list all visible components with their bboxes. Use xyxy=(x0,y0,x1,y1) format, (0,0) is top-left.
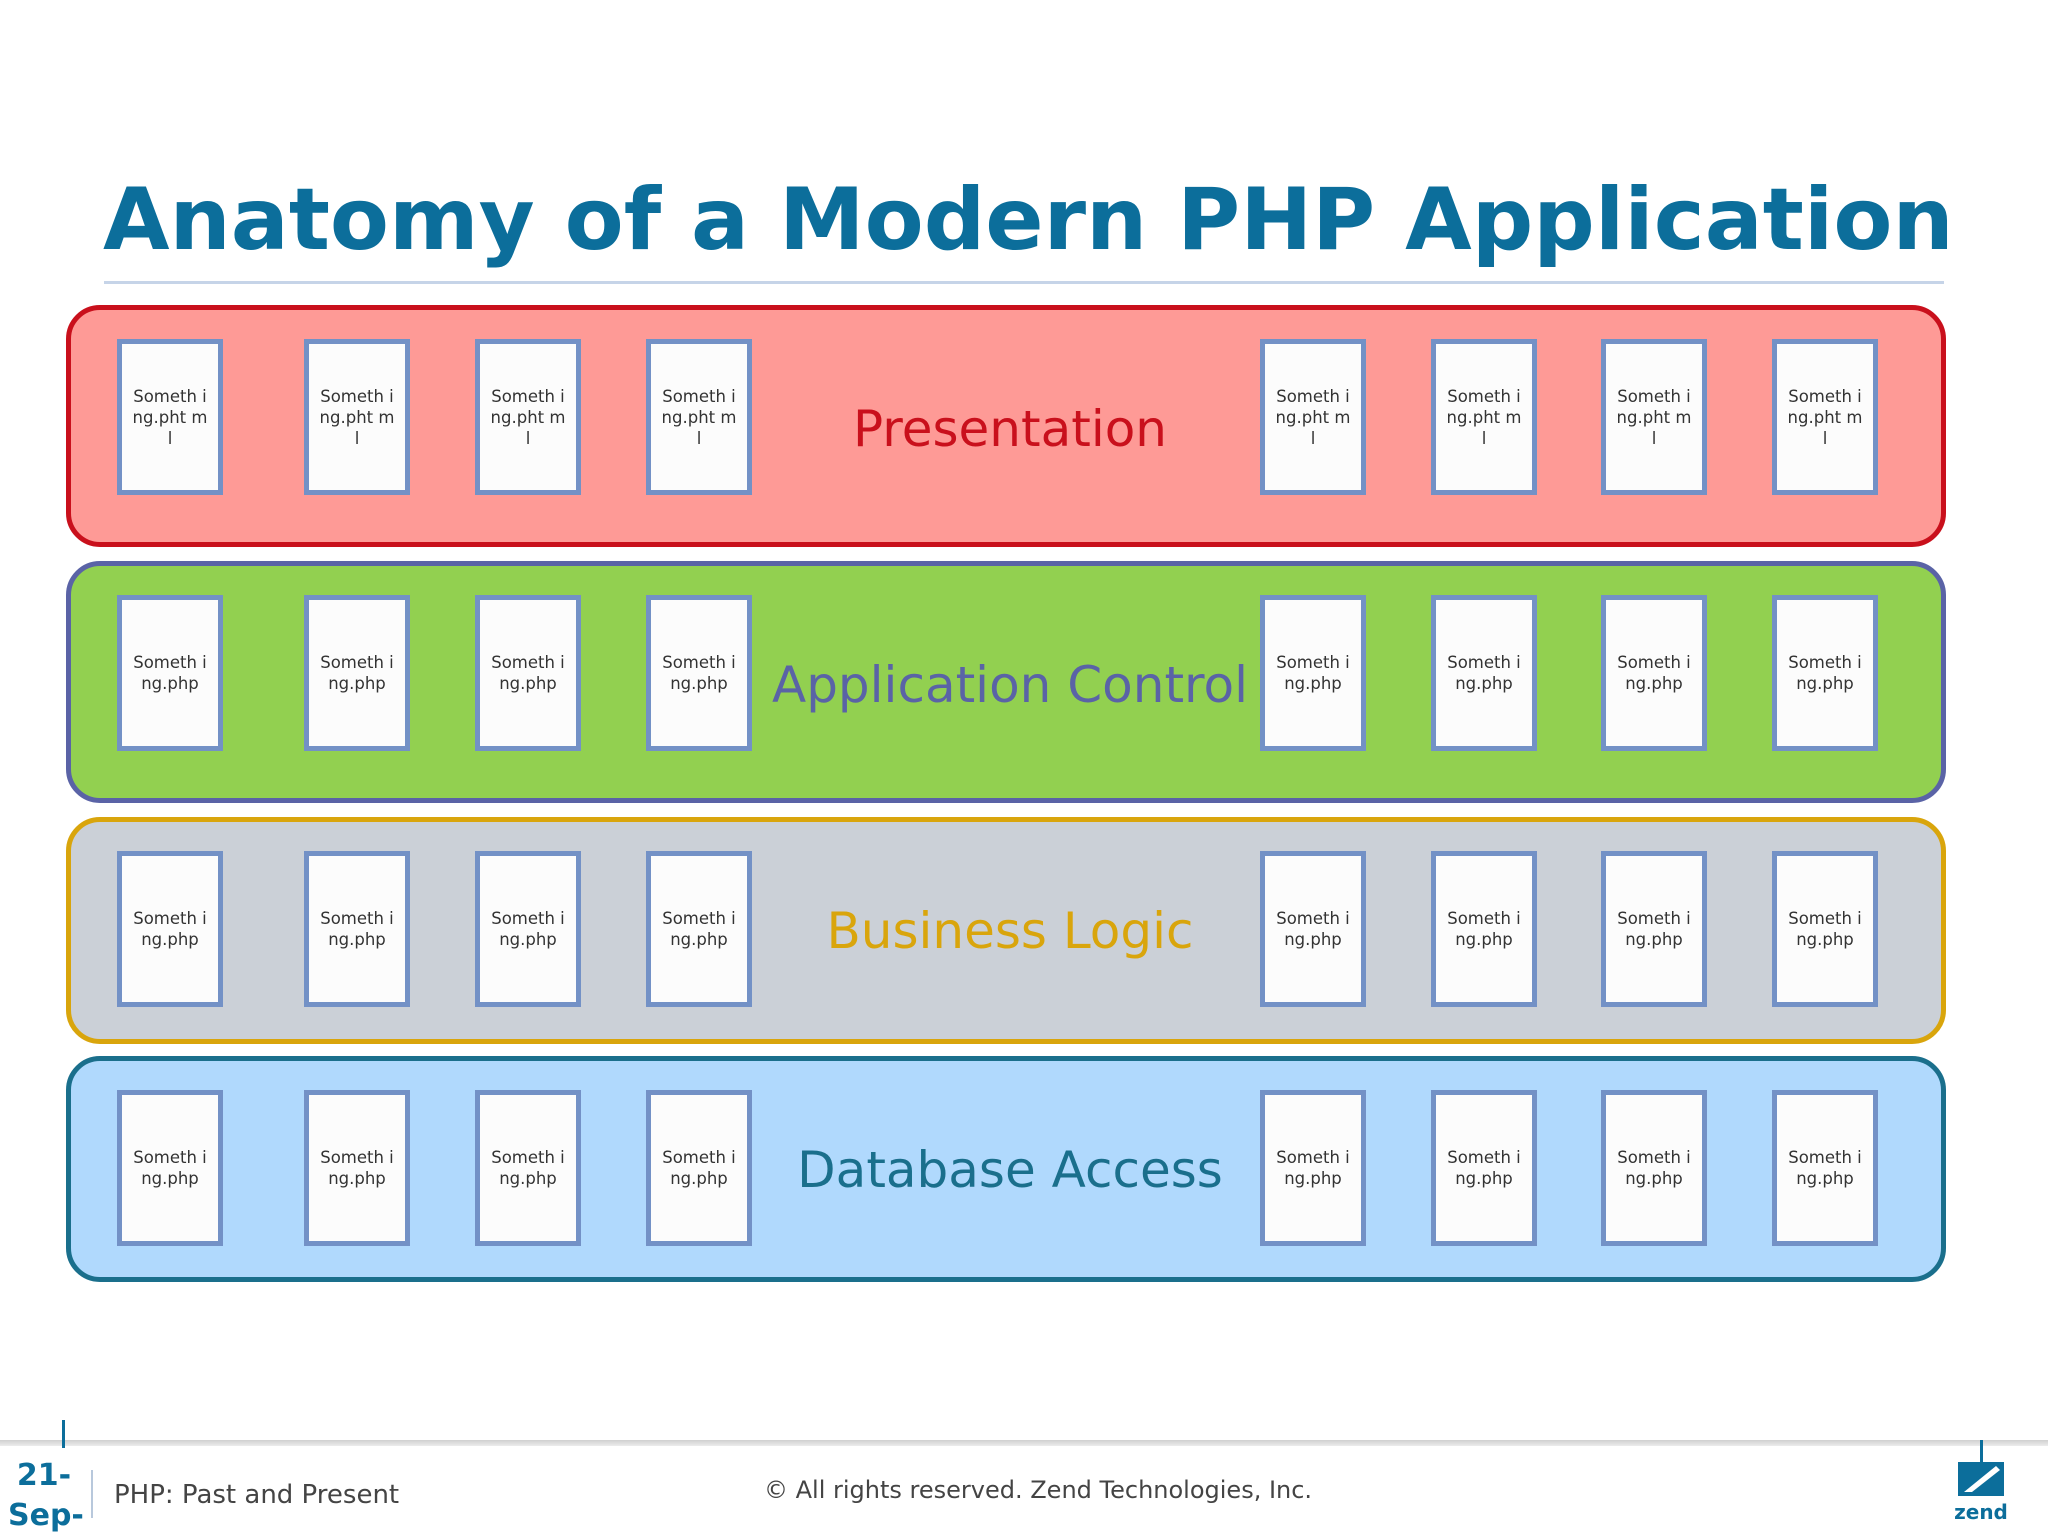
file-box: Someth ing.pht ml xyxy=(475,339,581,495)
footer-date-line-2: Sep- xyxy=(8,1498,84,1533)
file-box: Someth ing.php xyxy=(475,1090,581,1246)
file-box: Someth ing.php xyxy=(1601,851,1707,1007)
footer-date-line-1: 21- xyxy=(16,1458,72,1493)
file-box: Someth ing.php xyxy=(1772,595,1878,751)
file-box: Someth ing.php xyxy=(304,851,410,1007)
zend-logo-text: zend xyxy=(1954,1500,2008,1524)
footer-separator xyxy=(91,1470,93,1518)
file-box: Someth ing.php xyxy=(1431,851,1537,1007)
page-title: Anatomy of a Modern PHP Application xyxy=(103,170,1954,270)
file-box: Someth ing.php xyxy=(1772,1090,1878,1246)
zend-logo-icon xyxy=(1958,1440,2004,1496)
footer-divider xyxy=(0,1440,2048,1446)
file-box: Someth ing.pht ml xyxy=(1601,339,1707,495)
file-box: Someth ing.pht ml xyxy=(117,339,223,495)
file-box: Someth ing.php xyxy=(117,595,223,751)
file-box: Someth ing.php xyxy=(1260,1090,1366,1246)
footer-date-tick xyxy=(62,1420,65,1448)
layer-label: Database Access xyxy=(797,1141,1223,1199)
title-underline xyxy=(104,281,1944,284)
file-box: Someth ing.php xyxy=(646,851,752,1007)
file-box: Someth ing.php xyxy=(646,595,752,751)
layer-label: Application Control xyxy=(771,656,1248,714)
file-box: Someth ing.php xyxy=(475,595,581,751)
file-box: Someth ing.php xyxy=(646,1090,752,1246)
file-box: Someth ing.php xyxy=(1431,1090,1537,1246)
file-box: Someth ing.php xyxy=(1431,595,1537,751)
file-box: Someth ing.php xyxy=(304,595,410,751)
file-box: Someth ing.pht ml xyxy=(304,339,410,495)
file-box: Someth ing.php xyxy=(1772,851,1878,1007)
layer-label: Presentation xyxy=(852,400,1167,458)
file-box: Someth ing.pht ml xyxy=(1431,339,1537,495)
file-box: Someth ing.php xyxy=(1601,595,1707,751)
file-box: Someth ing.pht ml xyxy=(1260,339,1366,495)
file-box: Someth ing.php xyxy=(117,1090,223,1246)
file-box: Someth ing.php xyxy=(1601,1090,1707,1246)
file-box: Someth ing.php xyxy=(475,851,581,1007)
file-box: Someth ing.pht ml xyxy=(646,339,752,495)
footer-copyright: © All rights reserved. Zend Technologies… xyxy=(764,1476,1313,1504)
file-box: Someth ing.php xyxy=(1260,595,1366,751)
footer-presentation-title: PHP: Past and Present xyxy=(114,1480,400,1510)
footer-date: 21- Sep- xyxy=(8,1456,84,1536)
file-box: Someth ing.php xyxy=(117,851,223,1007)
file-box: Someth ing.php xyxy=(1260,851,1366,1007)
file-box: Someth ing.php xyxy=(304,1090,410,1246)
layer-label: Business Logic xyxy=(826,902,1194,960)
file-box: Someth ing.pht ml xyxy=(1772,339,1878,495)
